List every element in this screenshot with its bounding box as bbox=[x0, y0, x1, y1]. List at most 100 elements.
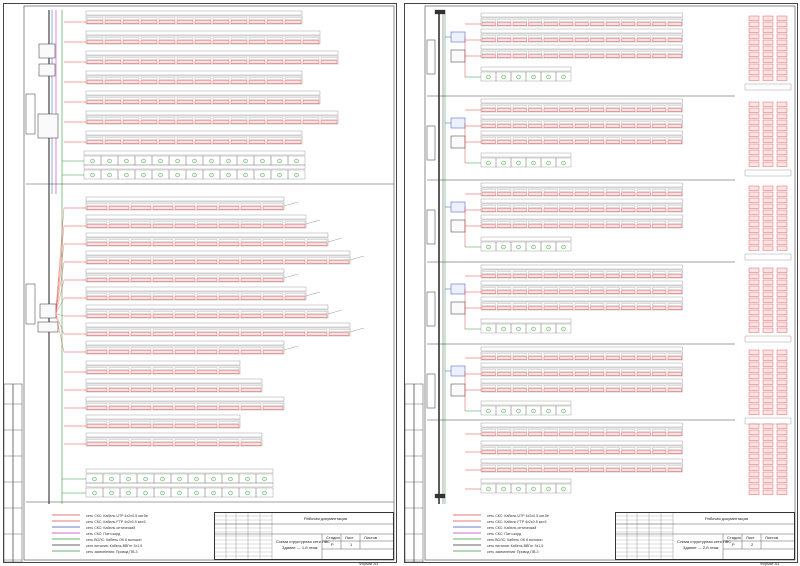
outlet-socket bbox=[230, 80, 248, 84]
outlet-socket bbox=[497, 54, 512, 58]
outlet-socket bbox=[590, 38, 605, 42]
port-label bbox=[284, 77, 302, 80]
outlet-socket bbox=[262, 206, 284, 210]
outlet-socket bbox=[266, 60, 284, 64]
port-label bbox=[196, 203, 218, 206]
outlet-socket bbox=[776, 489, 788, 495]
port-label bbox=[130, 403, 152, 406]
outlet-socket bbox=[559, 192, 574, 196]
stamp-column bbox=[413, 383, 424, 562]
port-label bbox=[559, 303, 574, 306]
outlet-socket bbox=[748, 489, 760, 495]
port-label bbox=[512, 35, 527, 38]
outlet-socket bbox=[240, 242, 262, 246]
port-label bbox=[174, 257, 196, 260]
port-label bbox=[158, 137, 176, 140]
outlet-socket bbox=[248, 40, 266, 44]
legend-item: сеть питания: Кабель ВВГнг 3х1,5 bbox=[86, 544, 143, 548]
port-label bbox=[590, 137, 605, 140]
camera-icon bbox=[277, 158, 282, 164]
outlet-socket bbox=[158, 40, 176, 44]
outlet-socket bbox=[636, 124, 651, 128]
port-label bbox=[86, 421, 108, 424]
outlet-socket bbox=[306, 332, 328, 336]
outlet-group bbox=[480, 135, 683, 145]
outlet-socket bbox=[636, 224, 651, 228]
outlet-socket bbox=[636, 388, 651, 392]
outlet-socket bbox=[152, 314, 174, 318]
port-label bbox=[605, 287, 620, 290]
port-label bbox=[104, 117, 122, 120]
outlet-socket bbox=[748, 285, 760, 291]
port-label bbox=[240, 329, 262, 332]
outlet-socket bbox=[176, 60, 194, 64]
outlet-socket bbox=[481, 356, 496, 360]
port-label bbox=[306, 329, 328, 332]
outlet-socket bbox=[762, 429, 774, 435]
room-header bbox=[480, 236, 572, 242]
port-label bbox=[218, 203, 240, 206]
outlet-socket bbox=[748, 477, 760, 483]
port-label bbox=[621, 271, 636, 274]
port-label bbox=[559, 189, 574, 192]
outlet-socket bbox=[284, 40, 302, 44]
port-label bbox=[86, 311, 108, 314]
port-label bbox=[667, 221, 682, 224]
port-label bbox=[590, 205, 605, 208]
outlet-socket bbox=[762, 161, 774, 167]
port-label bbox=[108, 385, 130, 388]
outlet-socket bbox=[762, 355, 774, 361]
outlet-socket bbox=[748, 361, 760, 367]
outlet-socket bbox=[776, 459, 788, 465]
outlet-socket bbox=[748, 137, 760, 143]
patch-panel bbox=[37, 113, 59, 139]
port-label bbox=[262, 221, 284, 224]
outlet-socket bbox=[776, 15, 788, 21]
outlet-socket bbox=[776, 361, 788, 367]
outlet-socket bbox=[776, 119, 788, 125]
outlet-socket bbox=[621, 274, 636, 278]
port-label bbox=[590, 35, 605, 38]
outlet-socket bbox=[776, 273, 788, 279]
outlet-socket bbox=[543, 208, 558, 212]
outlet-socket bbox=[497, 290, 512, 294]
port-label bbox=[306, 239, 328, 242]
outlet-socket bbox=[762, 291, 774, 297]
port-label bbox=[194, 17, 212, 20]
camera-icon bbox=[126, 490, 131, 496]
port-label bbox=[590, 353, 605, 356]
outlet-socket bbox=[605, 356, 620, 360]
outlet-socket bbox=[605, 432, 620, 436]
outlet-socket bbox=[212, 120, 230, 124]
sheets-header: Листов bbox=[364, 535, 377, 540]
port-label bbox=[574, 189, 589, 192]
port-label bbox=[652, 205, 667, 208]
room-header bbox=[480, 440, 683, 446]
outlet-socket bbox=[776, 403, 788, 409]
outlet-socket bbox=[621, 140, 636, 144]
outlet-socket bbox=[748, 349, 760, 355]
camera-icon bbox=[501, 486, 506, 492]
outlet-socket bbox=[528, 124, 543, 128]
port-label bbox=[667, 385, 682, 388]
port-label bbox=[194, 77, 212, 80]
outlet-socket bbox=[590, 372, 605, 376]
port-label bbox=[130, 421, 152, 424]
outlet-socket bbox=[776, 453, 788, 459]
port-label bbox=[212, 17, 230, 20]
outlet-socket bbox=[284, 242, 306, 246]
outlet-socket bbox=[762, 239, 774, 245]
camera-icon bbox=[516, 74, 521, 80]
port-label bbox=[590, 105, 605, 108]
port-label bbox=[497, 137, 512, 140]
outlet-socket bbox=[762, 385, 774, 391]
stage-value: Р bbox=[732, 542, 735, 547]
port-label bbox=[652, 353, 667, 356]
outlet-socket bbox=[776, 191, 788, 197]
port-label bbox=[590, 447, 605, 450]
port-label bbox=[667, 51, 682, 54]
outlet-socket bbox=[776, 143, 788, 149]
outlet-socket bbox=[776, 309, 788, 315]
outlet-socket bbox=[481, 22, 496, 26]
outlet-socket bbox=[512, 372, 527, 376]
